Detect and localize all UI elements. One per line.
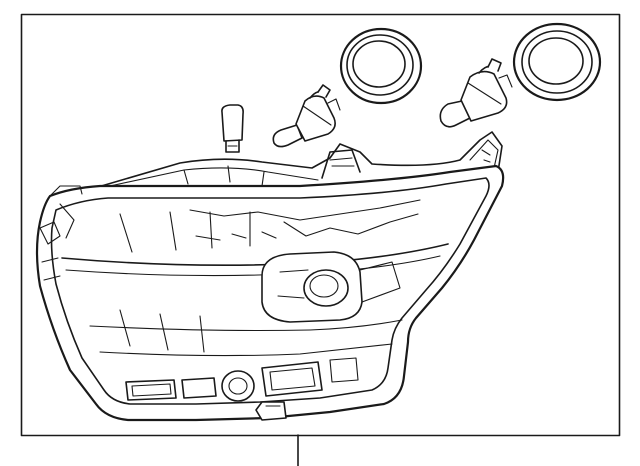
seal-ring-right[interactable] bbox=[512, 22, 602, 102]
halogen-bulb-right[interactable] bbox=[439, 58, 513, 128]
seal-ring-left[interactable] bbox=[339, 27, 423, 105]
diagram-frame bbox=[20, 13, 621, 437]
halogen-bulb-left[interactable] bbox=[272, 84, 341, 148]
headlamp-assembly[interactable] bbox=[35, 131, 505, 422]
side-marker-bulb[interactable] bbox=[221, 104, 244, 153]
